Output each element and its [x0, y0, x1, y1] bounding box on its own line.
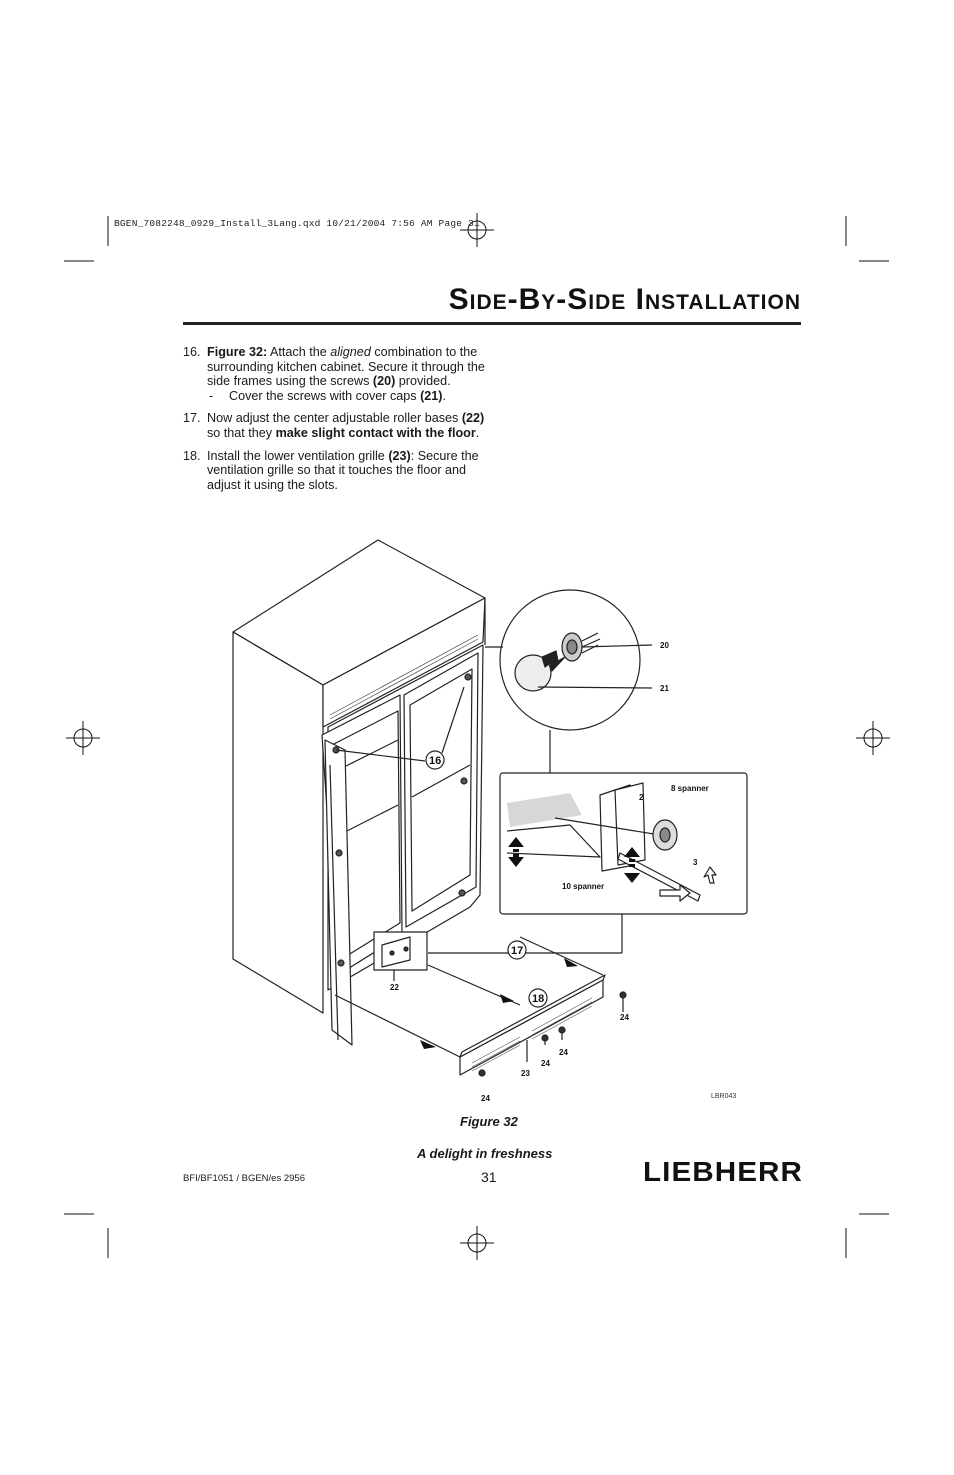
footer-tagline: A delight in freshness	[417, 1146, 553, 1161]
instruction-list: 16. Figure 32: Attach the aligned combin…	[183, 345, 493, 500]
label-screw-24-mid: 24	[559, 1048, 568, 1057]
part-reference: (20)	[372, 374, 396, 389]
step-number: 18.	[183, 448, 201, 463]
right-door	[403, 652, 479, 928]
label-10-spanner: 10 spanner	[562, 882, 604, 891]
step-number: 17.	[183, 411, 201, 426]
part-reference: (23)	[388, 448, 411, 463]
figure-code: LBR043	[711, 1093, 736, 1100]
callout-18-label: 18	[532, 993, 544, 1005]
part-reference: (22)	[461, 411, 485, 426]
installation-diagram: 16 17 18 20 21 8 spanner 2 3 10 spanner …	[232, 539, 748, 1103]
step-16: 16. Figure 32: Attach the aligned combin…	[183, 345, 493, 403]
label-screw-24-right: 24	[620, 1013, 629, 1022]
step-text: Cover the screws with cover caps	[229, 388, 421, 403]
label-step-3: 3	[693, 858, 698, 867]
part-reference: (21)	[420, 388, 443, 403]
detail-box-base	[373, 931, 428, 971]
step-text: .	[442, 388, 446, 403]
callout-16-label: 16	[429, 755, 441, 767]
callout-18	[528, 988, 548, 1008]
label-screw-24-mid2: 24	[541, 1059, 550, 1068]
step-text: Install the lower ventilation grille	[207, 448, 389, 463]
callout-17-label: 17	[511, 945, 523, 957]
step-text: provided.	[395, 374, 451, 389]
brand-logo-text: LIEBHERR	[643, 1156, 803, 1186]
cabinet-side	[232, 631, 324, 1014]
label-grille-23: 23	[521, 1069, 530, 1078]
figure-reference: Figure 32:	[207, 345, 268, 359]
label-cap-21: 21	[660, 684, 669, 693]
step-text: : Secure the ventilation grille so that …	[207, 448, 479, 492]
label-screw-20: 20	[660, 641, 669, 650]
sub-step-dash: -	[209, 388, 214, 403]
file-slug-line: BGEN_7082248_0929_Install_3Lang.qxd 10/2…	[114, 218, 480, 229]
step-text: so that they	[207, 425, 276, 440]
document-reference: BFI/BF1051 / BGEN/es 2956	[183, 1173, 305, 1184]
label-screw-24-left: 24	[481, 1094, 490, 1103]
brand-logo: LIEBHERR	[643, 1156, 803, 1186]
label-roller-22: 22	[390, 983, 399, 992]
step-text: Now adjust the center adjustable roller …	[207, 411, 462, 426]
step-emphasis: aligned	[330, 345, 371, 359]
page-number: 31	[481, 1169, 497, 1185]
page-title: Side-By-Side Installation	[448, 283, 801, 316]
step-text: .	[475, 425, 480, 440]
callout-17	[507, 940, 527, 960]
step-number: 16.	[183, 345, 201, 359]
step-text: Attach the	[267, 345, 331, 359]
label-8-spanner: 8 spanner	[671, 784, 709, 793]
sub-step: -Cover the screws with cover caps (21).	[207, 389, 493, 404]
label-step-2: 2	[639, 793, 644, 802]
callout-16	[425, 750, 445, 770]
figure-caption: Figure 32	[460, 1114, 518, 1129]
step-18: 18. Install the lower ventilation grille…	[183, 449, 493, 493]
cabinet-front-header	[322, 597, 486, 728]
step-text: combination to the surrounding kitchen c…	[207, 345, 485, 389]
step-17: 17. Now adjust the center adjustable rol…	[183, 411, 493, 440]
title-rule	[183, 322, 801, 325]
step-emphasis: make slight contact with the floor	[275, 425, 476, 440]
